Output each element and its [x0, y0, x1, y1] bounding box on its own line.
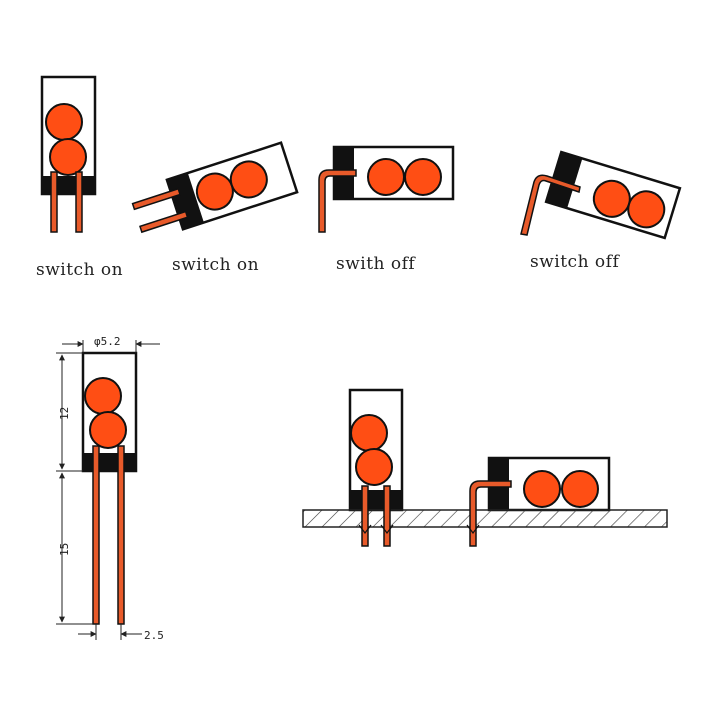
ball [627, 190, 666, 229]
dimension-drawing: φ5.2 12 15 2.5 [56, 335, 164, 642]
ball [404, 158, 442, 196]
lead [131, 187, 182, 211]
lead [117, 445, 125, 625]
ball [523, 470, 561, 508]
lead-bent [318, 169, 357, 233]
lead [50, 171, 58, 233]
ball [84, 377, 122, 415]
lead-arrow [380, 524, 394, 534]
mounting-drawing [302, 388, 668, 547]
ball [49, 138, 87, 176]
switch-horizontal-off [318, 145, 455, 233]
ball [229, 160, 268, 199]
ball [561, 470, 599, 508]
dim-body-height: 12 [58, 407, 71, 420]
switch-cap [166, 173, 204, 230]
lead [139, 210, 189, 234]
lead-bent [469, 480, 512, 547]
switch-cap [42, 176, 95, 194]
dim-lead-length: 15 [58, 543, 71, 556]
ball [89, 411, 127, 449]
switch-vertical-on [40, 75, 97, 233]
caption-switch-1: switch on [36, 260, 123, 280]
pcb-board [302, 509, 668, 528]
lead [383, 485, 391, 547]
ball [45, 103, 83, 141]
caption-switch-2: switch on [172, 255, 259, 275]
switch-tilted-off [544, 150, 682, 240]
ball [355, 448, 393, 486]
dim-diameter: φ5.2 [94, 335, 121, 348]
switch-tilted-on [131, 141, 299, 234]
lead-arrow [466, 524, 480, 534]
lead [92, 445, 100, 625]
lead-bent [520, 174, 581, 236]
ball [367, 158, 405, 196]
lead-arrow [358, 524, 372, 534]
dim-lead-pitch: 2.5 [144, 629, 164, 642]
lead [75, 171, 83, 233]
switch-cap [83, 453, 136, 471]
switch-cap [546, 152, 583, 209]
switch-cap [350, 490, 402, 510]
lead [361, 485, 369, 547]
ball [350, 414, 388, 452]
caption-switch-4: switch off [530, 252, 620, 272]
caption-switch-3: swith off [336, 254, 416, 274]
